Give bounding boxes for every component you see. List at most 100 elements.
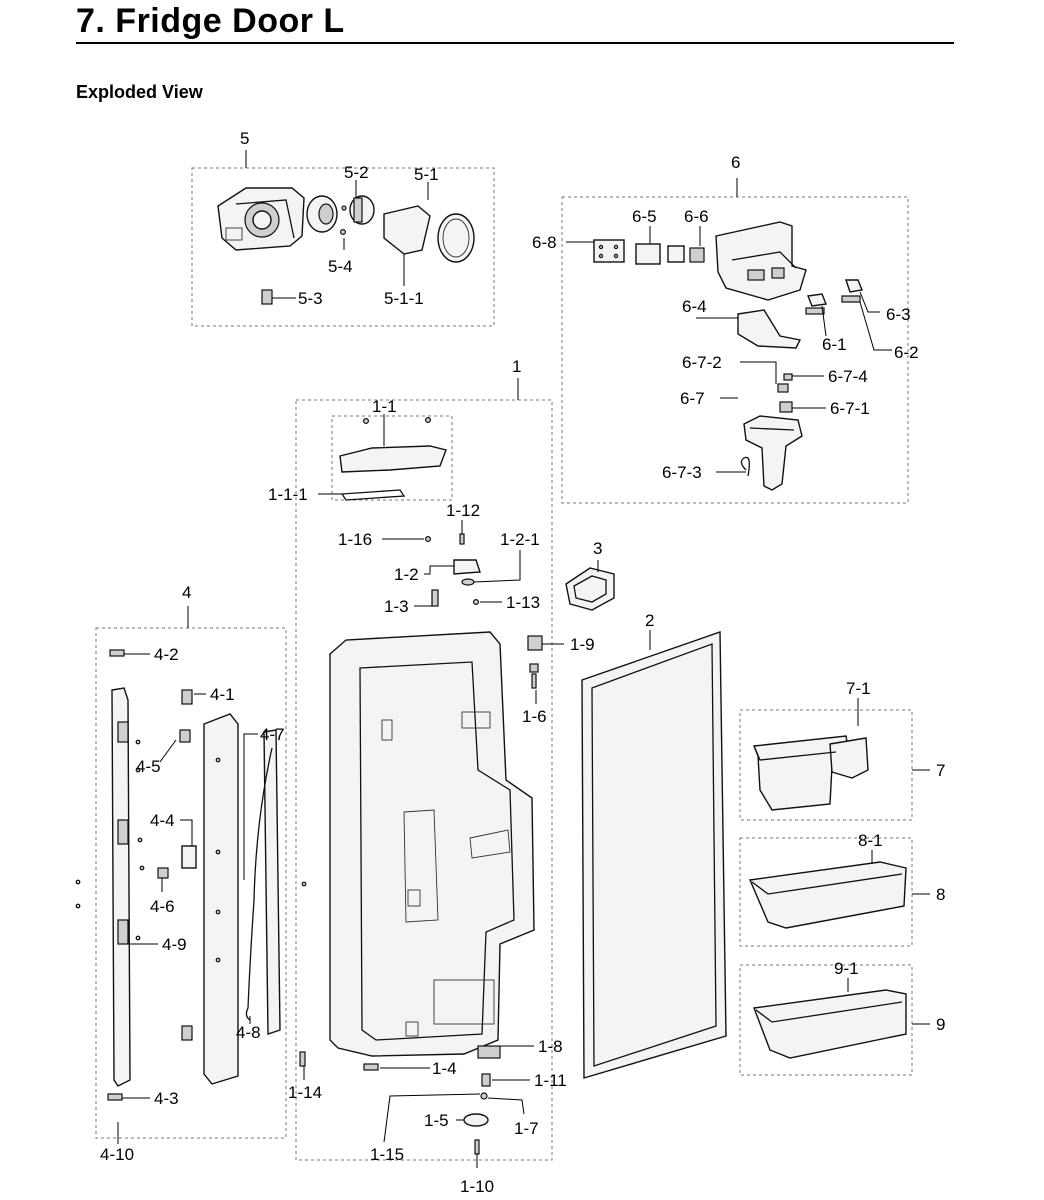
part-1-12-screw — [459, 533, 465, 545]
callout-1-4: 1-4 — [432, 1059, 457, 1078]
part-9-1-guard-bin — [753, 989, 907, 1059]
part-1-2-hinge — [453, 559, 481, 586]
callout-8-1: 8-1 — [858, 831, 883, 850]
callout-8: 8 — [936, 885, 945, 904]
part-1-1-bracket — [339, 417, 447, 473]
callout-labels: 5 5-2 5-1 5-4 5-3 5-1-1 6 6-5 6-6 6-8 6-… — [100, 129, 945, 1196]
part-6-7-1-cap — [779, 401, 793, 413]
part-1-9-block — [527, 635, 543, 651]
callout-5-3: 5-3 — [298, 289, 323, 308]
title-rule — [76, 42, 954, 44]
part-5-2-motor — [341, 195, 375, 225]
callout-1-13: 1-13 — [506, 593, 540, 612]
callout-4-7: 4-7 — [260, 725, 285, 744]
group-box-6 — [561, 196, 909, 504]
part-6-1-actuator — [805, 293, 827, 315]
callout-7-1: 7-1 — [846, 679, 871, 698]
part-5-3-switch — [261, 289, 273, 305]
callout-6-2: 6-2 — [894, 343, 919, 362]
part-4-cover-lower — [181, 1025, 193, 1041]
part-6-7-4-pin — [783, 373, 793, 381]
callout-6-7-4: 6-7-4 — [828, 367, 868, 386]
part-4-2-screw — [109, 649, 125, 657]
callout-1-8: 1-8 — [538, 1037, 563, 1056]
leader-lines — [117, 150, 930, 1144]
callout-1-1: 1-1 — [372, 397, 397, 416]
part-6-6-buttons — [667, 245, 705, 263]
callout-1: 1 — [512, 357, 521, 376]
part-1-door-foam — [329, 631, 535, 1057]
callout-1-14: 1-14 — [288, 1083, 322, 1102]
part-4-4-bracket — [181, 845, 197, 869]
callout-4-2: 4-2 — [154, 645, 179, 664]
callout-7: 7 — [936, 761, 945, 780]
callout-6: 6 — [731, 153, 740, 172]
callout-1-2-1: 1-2-1 — [500, 530, 540, 549]
callout-6-1: 6-1 — [822, 335, 847, 354]
part-1-5-cap — [463, 1113, 489, 1127]
callout-6-4: 6-4 — [682, 297, 707, 316]
group-box-1-1 — [331, 415, 453, 501]
part-4-1-hinge-cover — [181, 689, 193, 705]
callout-5: 5 — [240, 129, 249, 148]
callout-4-10: 4-10 — [100, 1145, 134, 1164]
group-box-5 — [191, 167, 495, 327]
callout-9: 9 — [936, 1015, 945, 1034]
callout-6-7: 6-7 — [680, 389, 705, 408]
part-4-small-screws — [75, 739, 307, 941]
callout-4-3: 4-3 — [154, 1089, 179, 1108]
part-1-6-bolt — [529, 663, 539, 689]
callout-1-11: 1-11 — [534, 1071, 567, 1090]
part-6-7-ice-duct — [743, 415, 803, 491]
callout-6-7-1: 6-7-1 — [830, 399, 870, 418]
callout-6-7-3: 6-7-3 — [662, 463, 702, 482]
part-1-8-plate — [477, 1045, 501, 1059]
part-6-3-lever — [841, 279, 863, 303]
part-4-6-nut — [157, 867, 169, 879]
part-5-1-door-flap — [383, 205, 475, 263]
callout-5-1: 5-1 — [414, 165, 439, 184]
part-6-8-pcb — [593, 239, 625, 263]
callout-4-6: 4-6 — [150, 897, 175, 916]
part-8-1-guard-bin — [748, 861, 907, 929]
callout-1-3: 1-3 — [384, 597, 409, 616]
group-box-1 — [295, 399, 553, 1161]
part-6-7-2-clip — [777, 383, 789, 393]
callout-6-7-2: 6-7-2 — [682, 353, 722, 372]
callout-1-7: 1-7 — [514, 1119, 539, 1138]
page-title: 7. Fridge Door L — [76, 2, 345, 40]
part-4-7-strip — [263, 729, 281, 1035]
callout-1-12: 1-12 — [446, 501, 480, 520]
callout-4-8: 4-8 — [236, 1023, 261, 1042]
part-6-7-3-wire — [740, 456, 750, 477]
part-7-1-guard-bin — [753, 735, 869, 811]
part-1-7-washer — [480, 1092, 488, 1100]
part-5-ring — [306, 195, 338, 233]
callout-1-9: 1-9 — [570, 635, 595, 654]
callout-4: 4 — [182, 583, 191, 602]
callout-5-4: 5-4 — [328, 257, 353, 276]
part-6-4-chute — [737, 309, 802, 349]
part-5-housing — [217, 187, 305, 251]
callout-1-6: 1-6 — [522, 707, 547, 726]
part-1-13-screw — [473, 598, 480, 605]
callout-5-2: 5-2 — [344, 163, 369, 182]
callout-1-2: 1-2 — [394, 565, 419, 584]
group-box-9 — [739, 964, 913, 1076]
part-4-5-clip — [179, 729, 191, 743]
part-4-3-screw — [107, 1093, 123, 1101]
part-1-1-1-spring — [340, 489, 406, 501]
part-4-8-wire — [245, 747, 273, 1021]
group-box-4 — [95, 627, 287, 1139]
callout-9-1: 9-1 — [834, 959, 859, 978]
part-1-10-screw — [474, 1139, 480, 1168]
part-3-gasket-ring — [565, 567, 615, 611]
part-1-11-bushing — [481, 1073, 491, 1087]
part-4-cap-decoration — [111, 687, 131, 1087]
part-1-4-pin — [363, 1063, 379, 1071]
callout-3: 3 — [593, 539, 602, 558]
callout-1-16: 1-16 — [338, 530, 372, 549]
part-6-5-panel — [635, 243, 661, 265]
part-1-3-pin — [431, 589, 439, 607]
